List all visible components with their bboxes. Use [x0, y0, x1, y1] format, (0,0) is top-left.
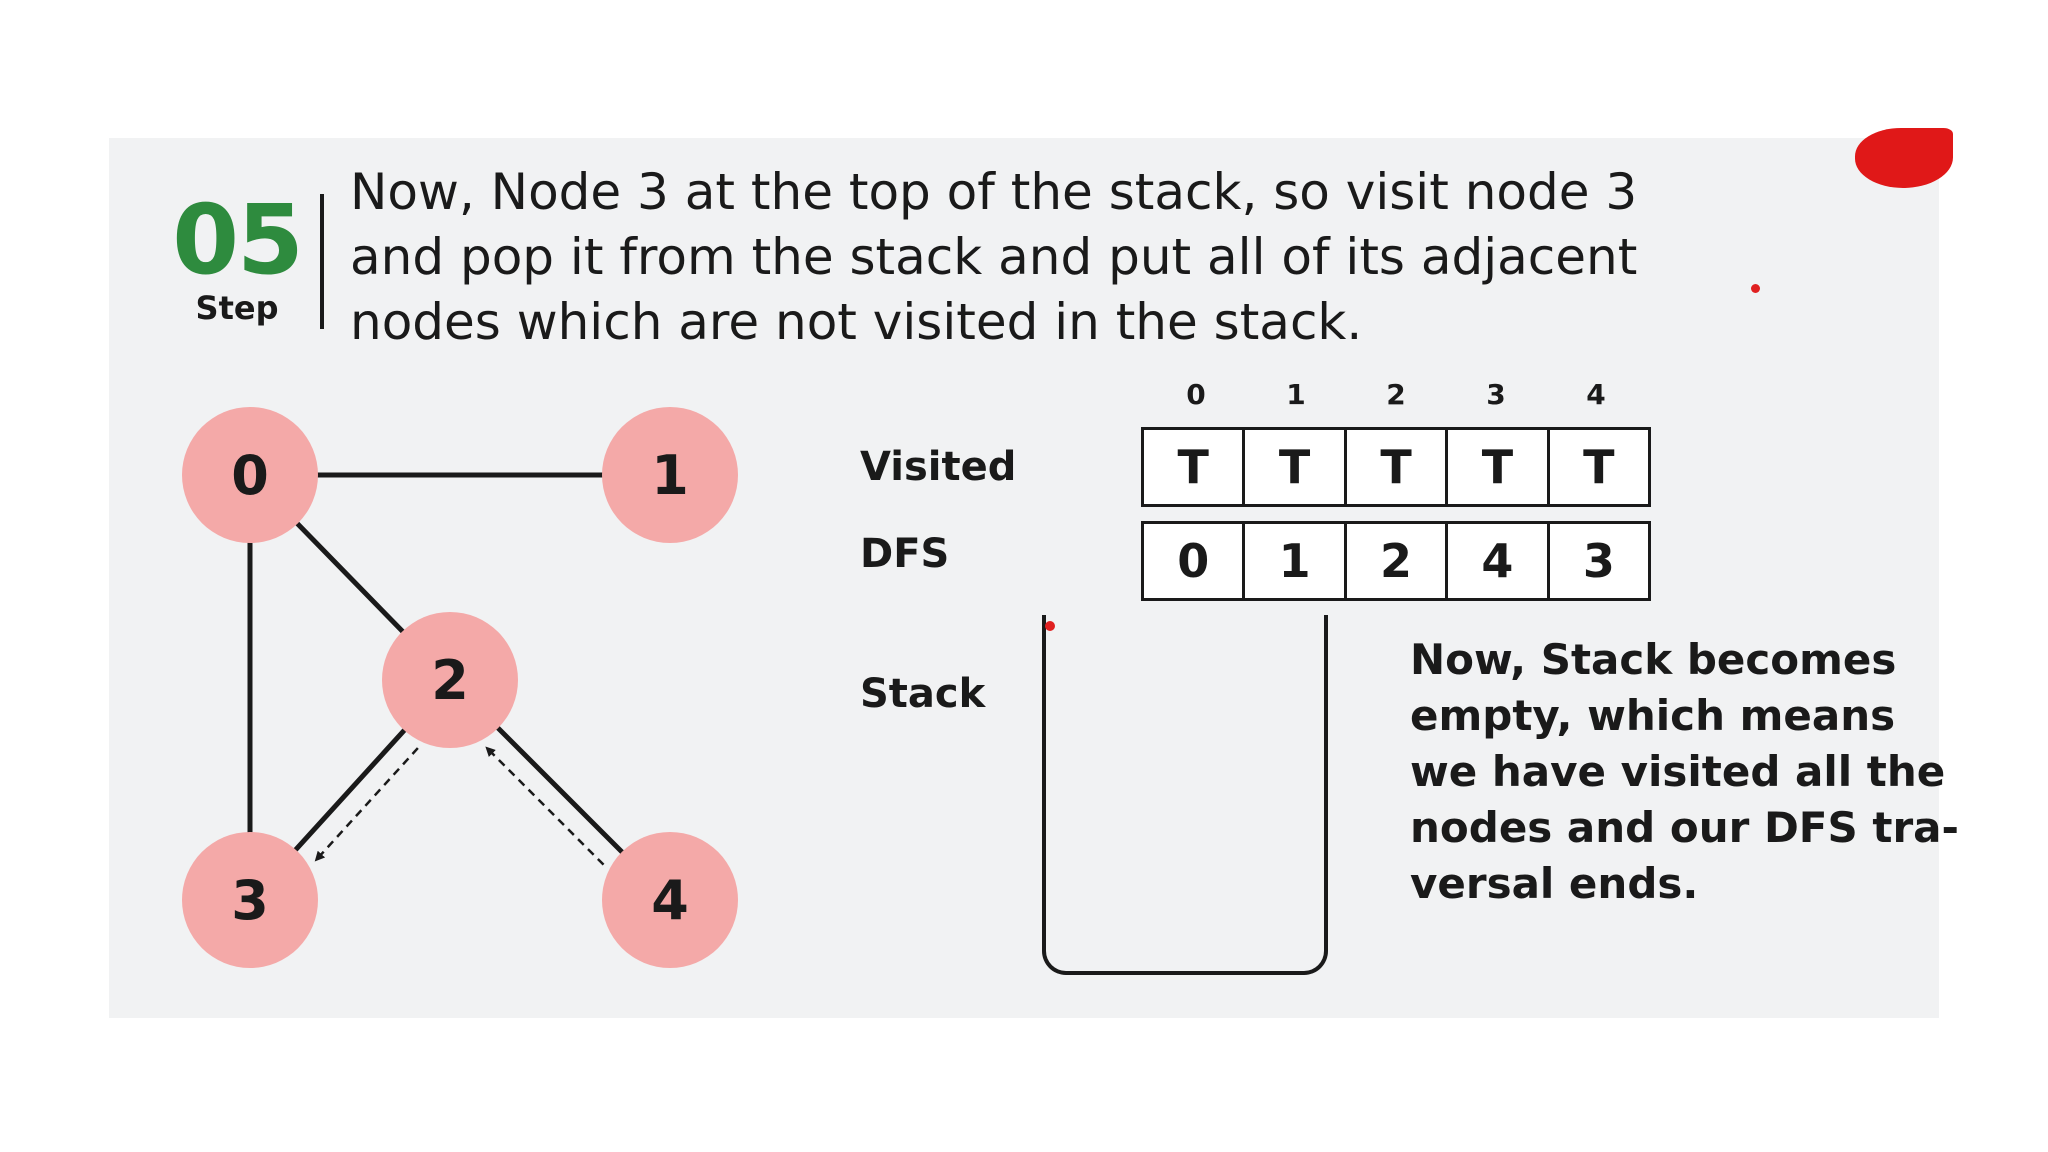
dfs-cell: 4 — [1448, 524, 1550, 598]
description-line: and pop it from the stack and put all of… — [350, 228, 1638, 286]
step-label: Step — [195, 289, 279, 327]
graph-node-3 — [182, 832, 318, 968]
graph-node-0 — [182, 407, 318, 543]
visited-index: 1 — [1286, 378, 1306, 411]
visited-cell: T — [1245, 430, 1347, 504]
traversal-arrow-2-3 — [314, 747, 419, 862]
visited-index: 3 — [1486, 378, 1506, 411]
visited-cell: T — [1448, 430, 1550, 504]
step-divider — [320, 194, 324, 329]
visited-index: 0 — [1186, 378, 1206, 411]
note-line: Now, Stack becomes — [1410, 635, 1897, 684]
conclusion-note: Now, Stack becomes empty, which means we… — [1410, 632, 1970, 912]
dfs-cell: 2 — [1347, 524, 1449, 598]
graph-node-1 — [602, 407, 738, 543]
stack-label: Stack — [860, 671, 986, 717]
note-line: empty, which means — [1410, 691, 1896, 740]
visited-array: T T T T T — [1141, 427, 1651, 507]
red-marker-blob — [1855, 128, 1953, 188]
dfs-array: 0 1 2 4 3 — [1141, 521, 1651, 601]
dfs-cell: 3 — [1582, 534, 1615, 588]
note-line: we have visited all the — [1410, 747, 1946, 796]
stack-container — [1042, 615, 1328, 975]
visited-cell: T — [1583, 440, 1615, 494]
graph-node-4 — [602, 832, 738, 968]
step-number: 05 — [172, 184, 304, 296]
graph-node-label: 2 — [431, 649, 469, 712]
visited-label: Visited — [860, 444, 1017, 490]
graph-node-label: 1 — [651, 444, 689, 507]
visited-index: 4 — [1586, 378, 1606, 411]
graph-node-2 — [382, 612, 518, 748]
description-line: Now, Node 3 at the top of the stack, so … — [350, 163, 1638, 221]
graph-node-label: 3 — [231, 869, 269, 932]
step-description: Now, Node 3 at the top of the stack, so … — [350, 160, 1790, 355]
description-line: nodes which are not visited in the stack… — [350, 293, 1363, 351]
visited-index: 2 — [1386, 378, 1406, 411]
graph-node-label: 4 — [651, 869, 689, 932]
note-line: versal ends. — [1410, 859, 1699, 908]
visited-cell: T — [1347, 430, 1449, 504]
red-marker-dot — [1751, 284, 1760, 293]
visited-cell: T — [1144, 430, 1246, 504]
graph-node-label: 0 — [231, 444, 269, 507]
dfs-cell: 1 — [1245, 524, 1347, 598]
dfs-cell: 0 — [1144, 524, 1246, 598]
dfs-label: DFS — [860, 531, 950, 577]
red-marker-dot — [1045, 621, 1055, 631]
traversal-arrow-4-2 — [485, 746, 605, 866]
note-line: nodes and our DFS tra- — [1410, 803, 1959, 852]
